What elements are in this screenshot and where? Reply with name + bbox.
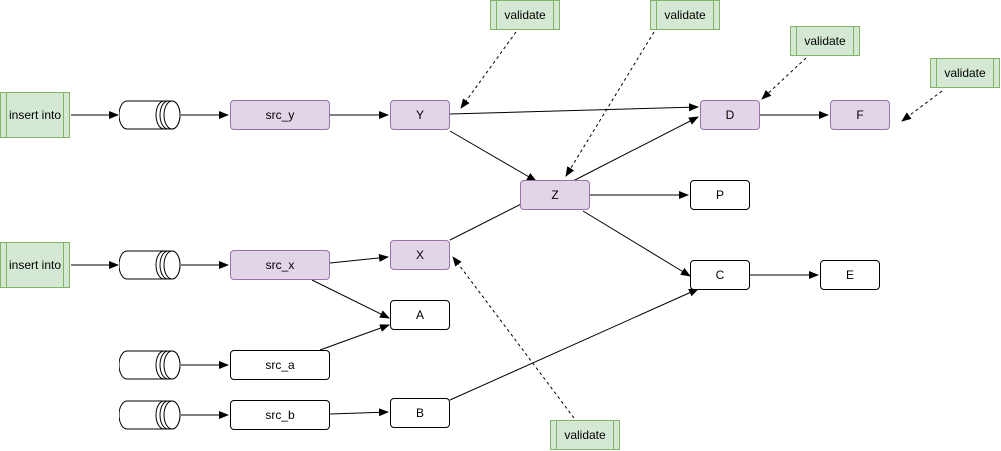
- edge-src-b-to-b: [329, 408, 389, 417]
- queue-a-icon[interactable]: [119, 350, 181, 380]
- edge-validate-to-x: [452, 256, 575, 419]
- node-d[interactable]: D: [700, 100, 760, 130]
- validate-y-process[interactable]: validate: [490, 0, 560, 30]
- node-a[interactable]: A: [390, 300, 450, 330]
- node-x[interactable]: X: [390, 240, 450, 270]
- edge-validate-to-d: [761, 57, 807, 100]
- node-e[interactable]: E: [820, 260, 880, 290]
- edge-validate-to-z: [565, 31, 655, 177]
- edge-y-to-z: [449, 130, 537, 182]
- node-src-a[interactable]: src_a: [230, 350, 330, 380]
- edge-src-x-to-a: [311, 279, 390, 319]
- edge-y-to-d: [449, 103, 699, 115]
- edge-b-to-c: [449, 288, 699, 401]
- node-src-b[interactable]: src_b: [230, 400, 330, 430]
- validate-x-process[interactable]: validate: [550, 420, 620, 450]
- node-b[interactable]: B: [390, 398, 450, 428]
- validate-z-process[interactable]: validate: [650, 0, 720, 30]
- node-p[interactable]: P: [690, 180, 750, 210]
- node-src-y[interactable]: src_y: [230, 100, 330, 130]
- queue-x-icon[interactable]: [119, 250, 181, 280]
- edge-src-x-to-x: [329, 253, 389, 264]
- node-src-x[interactable]: src_x: [230, 250, 330, 280]
- node-z[interactable]: Z: [520, 180, 590, 210]
- edge-z-to-d: [572, 116, 699, 182]
- queue-b-icon[interactable]: [119, 400, 181, 430]
- edge-validate-to-y: [460, 31, 517, 109]
- node-y[interactable]: Y: [390, 100, 450, 130]
- node-c[interactable]: C: [690, 260, 750, 290]
- insert-into-x-process[interactable]: insert into: [0, 242, 70, 288]
- edge-src-a-to-a: [319, 324, 390, 351]
- edge-x-to-z: [449, 197, 534, 241]
- node-f[interactable]: F: [830, 100, 890, 130]
- queue-y-icon[interactable]: [119, 100, 181, 130]
- edge-z-to-c: [582, 210, 691, 277]
- edge-validate-to-f: [901, 90, 943, 122]
- validate-d-process[interactable]: validate: [790, 26, 860, 56]
- validate-f-process[interactable]: validate: [930, 58, 1000, 88]
- insert-into-y-process[interactable]: insert into: [0, 92, 70, 138]
